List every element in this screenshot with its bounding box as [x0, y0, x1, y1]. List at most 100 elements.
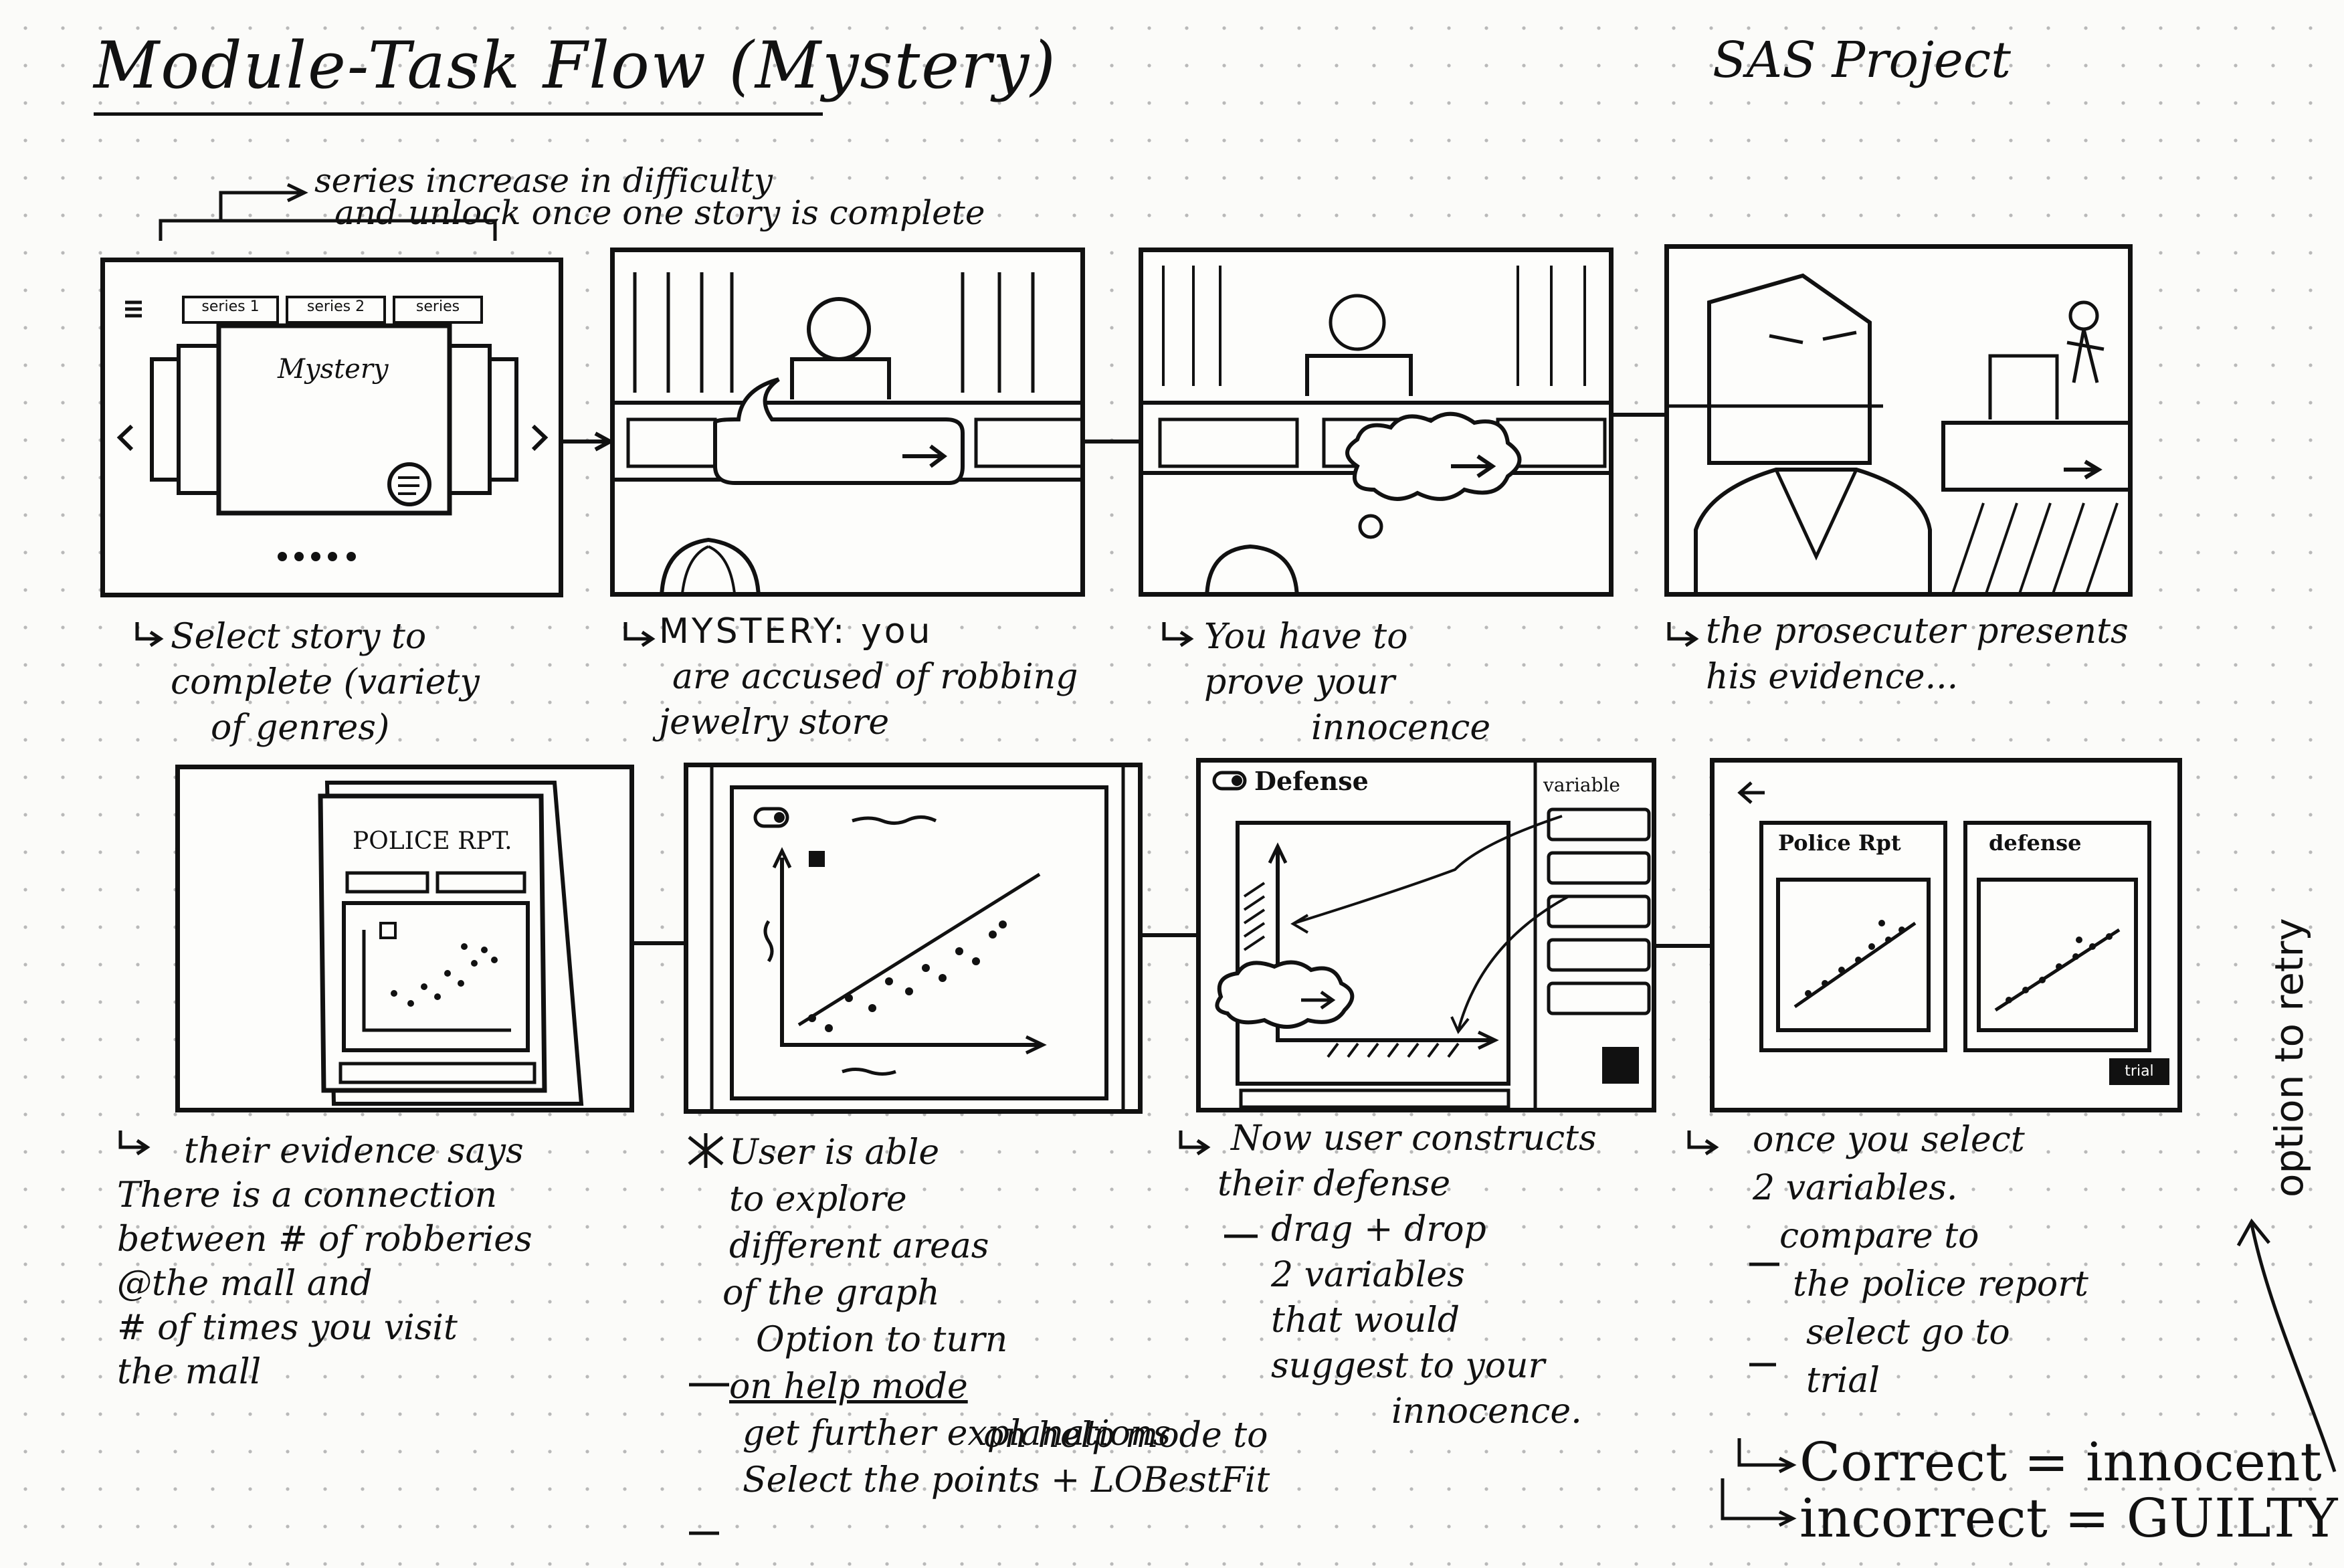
play-button[interactable] [387, 462, 431, 506]
evidence-bench [1941, 421, 2128, 492]
police-points [1805, 920, 1905, 997]
prosecutor-head [1707, 273, 1872, 465]
note-line: 2 variables. [1753, 1168, 1958, 1208]
caption-accused: MYSTERY: you are accused of robbing jewe… [659, 609, 1078, 745]
notes-explore-graph: User is able to explore different areas … [722, 1129, 1270, 1504]
series-annotation-line-2: and unlock once one story is complete [334, 193, 985, 232]
note-line: suggest to your [1271, 1346, 1545, 1386]
caption-hooks [118, 622, 1797, 1527]
hidden-note-line: on help mode to [983, 1415, 1268, 1456]
panel-defense: Defense variable [1196, 758, 1656, 1112]
note-line: trial [1806, 1361, 1880, 1401]
wall-stripes [1162, 266, 1586, 386]
caption-line: prove your [1204, 662, 1395, 702]
report-scatter-points [391, 943, 498, 1007]
project-label: SAS Project [1713, 31, 2011, 89]
go-to-trial-button[interactable]: trial [2109, 1058, 2169, 1085]
variable-item[interactable] [1547, 851, 1651, 885]
best-fit-line[interactable] [797, 872, 1041, 1027]
report-field [435, 871, 526, 894]
note-line: Now user constructs [1231, 1118, 1597, 1159]
tab-series-1[interactable]: series 1 [182, 296, 279, 324]
panel-4-drawing [1669, 273, 2128, 592]
series-pointer [219, 191, 301, 221]
variable-list[interactable] [1547, 807, 1651, 1015]
help-toggle[interactable] [753, 807, 789, 828]
defense-card [1963, 821, 2151, 1052]
notes-defense: Now user constructs their defense drag +… [1217, 1116, 1597, 1434]
series-annotation: series increase in difficulty and unlock… [314, 164, 985, 232]
help-toggle[interactable] [1212, 771, 1247, 791]
police-report-card-label: Police Rpt [1778, 830, 1901, 856]
next-arrow-icon[interactable] [2064, 460, 2103, 480]
caption-line: his evidence... [1706, 657, 1959, 697]
pumpkin-decoration [660, 537, 761, 592]
tab-series-3[interactable]: series [393, 296, 483, 324]
pumpkin-decoration [1205, 544, 1299, 592]
mystery-card[interactable] [216, 323, 452, 516]
variable-sidebar-label: variable [1543, 774, 1620, 796]
submit-icon[interactable] [1602, 1047, 1639, 1084]
panel-accused [610, 248, 1085, 597]
x-drop-zone[interactable] [1327, 1042, 1460, 1058]
drag-path-y [1294, 815, 1563, 924]
note-line: once you select [1753, 1120, 2025, 1160]
back-arrow-icon[interactable] [1737, 781, 1765, 804]
caption-line: There is a connection [117, 1175, 498, 1215]
panel-1-drawing [116, 300, 549, 561]
floor-hatch [1951, 502, 2119, 592]
dash-bullets [689, 1234, 1779, 1535]
note-line: on help mode [729, 1363, 1270, 1410]
defense-points [2006, 933, 2113, 1003]
series-bracket [159, 219, 497, 241]
panel-8-drawing [1737, 781, 2151, 1052]
defense-card-label: defense [1989, 830, 2082, 856]
variable-item[interactable] [1547, 894, 1651, 928]
panel-6-drawing [710, 767, 1125, 1109]
pagination-dots [278, 552, 356, 561]
next-arrow-icon[interactable] [1451, 454, 1496, 478]
menu-icon [125, 300, 142, 318]
y-drop-zone[interactable] [1243, 882, 1266, 951]
panel-7-drawing [1212, 763, 1651, 1108]
suspect-head [1329, 294, 1386, 351]
judge-stand [1988, 354, 2059, 419]
graph-frame [730, 785, 1108, 1100]
tab-series-2[interactable]: series 2 [286, 296, 386, 324]
caption-line: MYSTERY: you [659, 611, 933, 652]
panel-2-drawing [615, 272, 1080, 592]
thought-bubble [1345, 411, 1522, 501]
note-line: the police report [1793, 1264, 2088, 1304]
suspect-head [807, 297, 871, 361]
graph-scatter-points[interactable] [808, 920, 1007, 1032]
chevron-left-icon[interactable] [116, 424, 134, 452]
report-footer-field [338, 1062, 536, 1084]
title-underline [94, 112, 823, 116]
caption-line: the prosecuter presents [1706, 611, 2129, 652]
outcome-correct: Correct = innocent [1799, 1431, 2322, 1493]
variable-item[interactable] [1547, 981, 1651, 1015]
note-line: innocence. [1391, 1391, 1582, 1432]
info-icon[interactable] [809, 851, 825, 867]
variable-item[interactable] [1547, 807, 1651, 842]
caption-line: between # of robberies [117, 1219, 532, 1260]
chevron-right-icon[interactable] [531, 424, 549, 452]
caption-line: innocence [1311, 708, 1491, 748]
note-line: that would [1271, 1300, 1460, 1341]
caption-line: complete (variety [171, 662, 480, 702]
variable-item[interactable] [1547, 938, 1651, 972]
card-title: Mystery [278, 354, 389, 385]
caption-prove-innocence: You have to prove your innocence [1204, 614, 1490, 751]
note-line: select go to [1806, 1312, 2010, 1353]
retry-arrow [2250, 1223, 2337, 1472]
graph-title-scribble [852, 815, 937, 825]
report-chart [342, 901, 530, 1052]
drag-path-x [1457, 895, 1569, 1031]
judge-figure [2068, 300, 2099, 331]
panel-prosecutor [1664, 244, 2133, 597]
caption-line: their evidence says [184, 1131, 524, 1171]
next-arrow-icon[interactable] [902, 444, 947, 468]
wall-stripes [633, 272, 1035, 393]
caption-line: jewelry store [659, 702, 890, 743]
note-line: get further explanations [743, 1413, 1171, 1454]
